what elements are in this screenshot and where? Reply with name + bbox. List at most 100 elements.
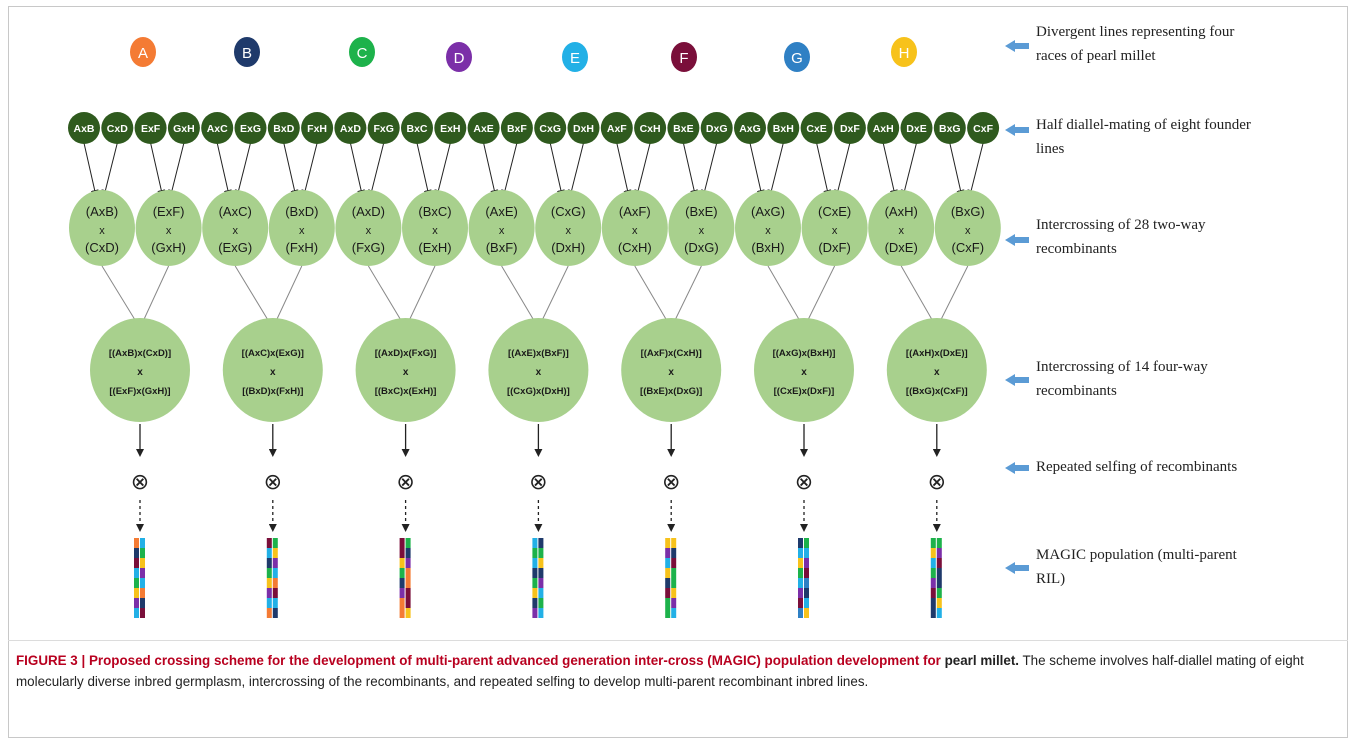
- caption-title-end: pearl millet.: [944, 653, 1020, 668]
- cross-arrow: [234, 142, 251, 198]
- eight-way-label: x: [536, 367, 542, 378]
- selfing-symbol: ⊗: [795, 470, 813, 495]
- four-way-node: [268, 190, 335, 266]
- ril-segment: [804, 558, 809, 568]
- eight-way-label: [(AxD)x(FxG)]: [375, 348, 437, 359]
- ril-segment: [405, 568, 411, 578]
- four-way-label: (BxE): [685, 204, 718, 219]
- ril-segment: [804, 538, 809, 548]
- four-way-node: [535, 190, 602, 266]
- ril-segment: [134, 578, 139, 588]
- ril-segment: [930, 558, 936, 568]
- four-way-label: (BxF): [486, 240, 518, 255]
- founder-circle: [349, 37, 375, 67]
- eight-way-label: x: [270, 367, 276, 378]
- cross-arrow: [834, 142, 851, 198]
- two-way-node: [933, 112, 966, 144]
- two-way-node: [967, 112, 1000, 144]
- cross-arrow: [816, 142, 832, 198]
- cross-arrow: [949, 142, 965, 198]
- cross-line: [900, 265, 938, 329]
- cross-arrow: [101, 142, 118, 198]
- ril-segment: [405, 578, 411, 588]
- two-way-node: [201, 112, 234, 144]
- two-way-label: AxD: [340, 123, 361, 135]
- four-way-label: x: [499, 225, 505, 237]
- two-way-node: [500, 112, 533, 144]
- desc-half-diallel: Half diallel-mating of eight founder lin…: [1036, 113, 1336, 161]
- cross-arrow: [168, 142, 185, 198]
- eight-way-label: [(CxG)x(DxH)]: [507, 386, 570, 397]
- cross-arrow: [83, 142, 99, 198]
- ril-segment: [272, 598, 278, 608]
- two-way-label: BxE: [673, 123, 693, 135]
- ril-segment: [405, 588, 411, 598]
- ril-segment: [405, 558, 411, 568]
- eight-way-label: x: [801, 367, 807, 378]
- cross-line: [139, 265, 170, 329]
- four-way-label: (BxG): [951, 204, 985, 219]
- ril-segment: [134, 558, 139, 568]
- ril-segment: [272, 538, 278, 548]
- cross-arrow: [301, 142, 318, 198]
- two-way-label: BxG: [939, 123, 961, 135]
- ril-segment: [532, 558, 538, 568]
- desc-half-diallel-line1: Half diallel-mating of eight founder: [1036, 117, 1251, 133]
- ril-segment: [671, 588, 677, 598]
- cross-arrow: [367, 142, 385, 198]
- eight-way-label: [(AxG)x(BxH)]: [773, 348, 836, 359]
- ril-segment: [936, 588, 942, 598]
- desc-founders: Divergent lines representing four races …: [1036, 20, 1336, 68]
- eight-way-label: [(CxE)x(DxF)]: [774, 386, 835, 397]
- four-way-node: [202, 190, 269, 266]
- ril-segment: [266, 548, 272, 558]
- four-way-label: x: [99, 225, 105, 237]
- ril-segment: [140, 548, 145, 558]
- ril-segment: [272, 608, 278, 618]
- cross-arrow: [416, 142, 432, 198]
- four-way-label: (DxH): [551, 240, 585, 255]
- four-way-label: (ExH): [418, 240, 451, 255]
- cross-line: [803, 265, 836, 329]
- four-way-label: (CxF): [952, 240, 985, 255]
- two-way-node: [68, 112, 100, 144]
- cross-arrow: [634, 142, 651, 198]
- founder-label: D: [454, 50, 465, 67]
- four-way-node: [601, 190, 668, 266]
- ril-segment: [538, 548, 544, 558]
- eight-way-label: [(AxE)x(BxF)]: [508, 348, 569, 359]
- ril-segment: [798, 588, 803, 598]
- eight-way-label: x: [668, 367, 674, 378]
- four-way-label: x: [965, 225, 971, 237]
- four-way-label: x: [898, 225, 904, 237]
- ril-segment: [399, 608, 405, 618]
- cross-arrow: [483, 142, 499, 198]
- ril-segment: [671, 608, 677, 618]
- ril-segment: [399, 568, 405, 578]
- four-way-label: (ExF): [153, 204, 185, 219]
- ril-segment: [936, 608, 942, 618]
- ril-segment: [798, 578, 803, 588]
- selfing-symbol: ⊗: [529, 470, 547, 495]
- four-way-label: (DxE): [885, 240, 918, 255]
- four-way-node: [735, 190, 801, 266]
- ril-segment: [665, 538, 671, 548]
- cross-line: [767, 265, 805, 329]
- ril-segment: [930, 578, 936, 588]
- cross-arrow: [349, 142, 365, 198]
- ril-segment: [671, 578, 677, 588]
- ril-segment: [936, 558, 942, 568]
- desc-two-way: Intercrossing of 28 two-way recombinants: [1036, 213, 1336, 261]
- ril-segment: [936, 568, 942, 578]
- ril-segment: [399, 558, 405, 568]
- founder-label: A: [138, 45, 148, 62]
- founder-label: G: [791, 50, 803, 67]
- figure-caption: FIGURE 3 | Proposed crossing scheme for …: [16, 650, 1336, 692]
- eight-way-label: x: [137, 367, 143, 378]
- ril-segment: [538, 558, 544, 568]
- ril-segment: [665, 588, 671, 598]
- two-way-node: [600, 112, 633, 144]
- founder-circle: [784, 42, 810, 72]
- two-way-node: [867, 112, 900, 144]
